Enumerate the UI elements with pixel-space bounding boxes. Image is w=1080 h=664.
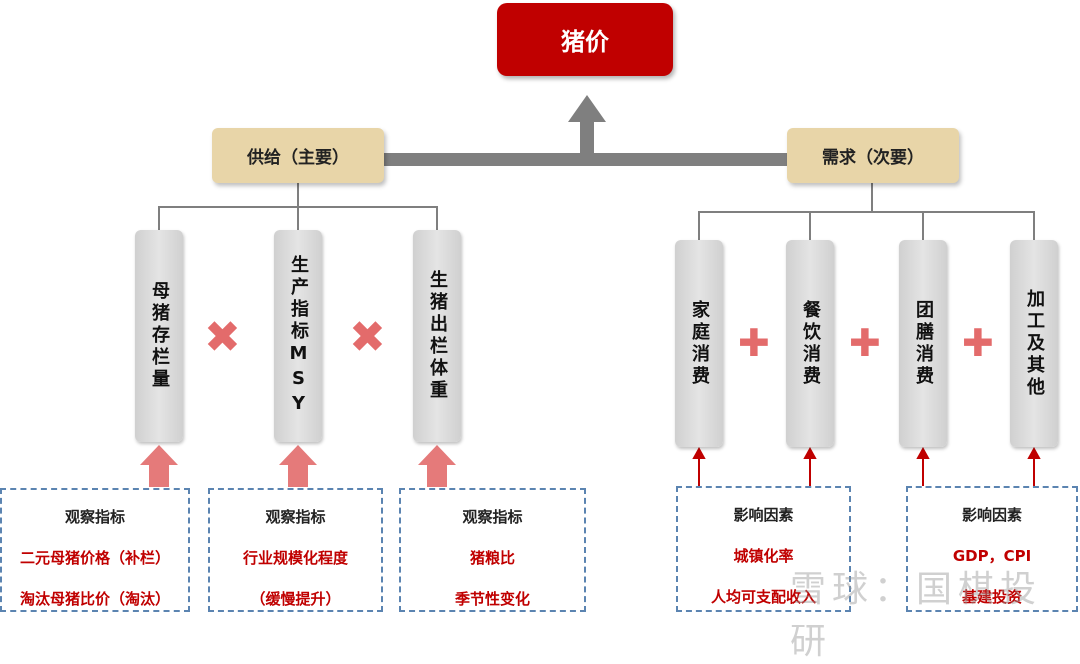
indicator-box: 观察指标 行业规模化程度 （缓慢提升） xyxy=(208,488,383,612)
supply-pillar: 生产指标MSY xyxy=(274,230,322,442)
supply-label: 供给（主要） xyxy=(247,148,349,168)
arrow-up-icon xyxy=(140,445,178,487)
demand-pillar: 餐饮消费 xyxy=(786,240,834,447)
demand-tree xyxy=(698,183,1035,240)
factor-box: 影响因素 GDP，CPI 基建投资 xyxy=(906,486,1078,612)
pillar-label: 母猪存栏量 xyxy=(149,281,170,391)
box-heading: 影响因素 xyxy=(961,506,1022,524)
watermark: 雪球：国棋投研 xyxy=(790,569,1043,662)
box-item: 人均可支配收入 xyxy=(710,588,816,606)
box-item: 季节性变化 xyxy=(454,590,530,608)
pillar-label: 生猪出栏体重 xyxy=(427,270,448,402)
box-item: 淘汰母猪比价（淘汰） xyxy=(19,590,170,608)
demand-arrows xyxy=(692,446,1041,486)
plus-icon: ✚ xyxy=(962,321,994,365)
indicator-box: 观察指标 猪粮比 季节性变化 xyxy=(399,488,586,612)
multiply-icon: ✖ xyxy=(204,312,241,363)
box-item: 二元母猪价格（补栏） xyxy=(19,549,170,567)
box-heading: 观察指标 xyxy=(462,508,523,526)
box-item: 行业规模化程度 xyxy=(242,549,348,567)
demand-label: 需求（次要） xyxy=(822,148,924,168)
title: 猪价 xyxy=(561,28,609,56)
multiply-icon: ✖ xyxy=(349,312,386,363)
plus-icon: ✚ xyxy=(849,321,881,365)
box-item: 猪粮比 xyxy=(469,549,515,567)
box-item: 城镇化率 xyxy=(733,547,794,565)
pig-price-box: 猪价 xyxy=(497,3,673,76)
box-item: （缓慢提升） xyxy=(250,590,341,608)
main-bar xyxy=(384,153,788,166)
pillar-label: 加工及其他 xyxy=(1024,288,1045,399)
supply-box: 供给（主要） xyxy=(212,128,384,183)
pillar-label: 团膳消费 xyxy=(913,299,934,388)
box-heading: 观察指标 xyxy=(265,508,326,526)
arrow-up-icon xyxy=(418,445,456,487)
demand-pillar: 加工及其他 xyxy=(1010,240,1058,447)
arrow-up-icon xyxy=(279,445,317,487)
connectors xyxy=(140,95,1041,487)
plus-icon: ✚ xyxy=(738,321,770,365)
indicator-box: 观察指标 二元母猪价格（补栏） 淘汰母猪比价（淘汰） xyxy=(0,488,190,612)
supply-pillar: 母猪存栏量 xyxy=(135,230,183,442)
box-heading: 影响因素 xyxy=(733,506,794,524)
supply-tree xyxy=(158,183,438,230)
box-item: 基建投资 xyxy=(961,588,1022,606)
box-item: GDP，CPI xyxy=(952,547,1032,565)
pillar-label: 生产指标MSY xyxy=(288,254,309,418)
supply-arrows xyxy=(140,445,456,487)
demand-pillar: 家庭消费 xyxy=(675,240,723,447)
pillar-label: 餐饮消费 xyxy=(800,299,821,388)
box-heading: 观察指标 xyxy=(64,508,125,526)
demand-pillar: 团膳消费 xyxy=(899,240,947,447)
up-arrow-icon xyxy=(568,95,606,160)
pillar-label: 家庭消费 xyxy=(689,299,710,388)
demand-box: 需求（次要） xyxy=(787,128,959,183)
supply-pillar: 生猪出栏体重 xyxy=(413,230,461,442)
factor-box: 影响因素 城镇化率 人均可支配收入 xyxy=(676,486,851,612)
